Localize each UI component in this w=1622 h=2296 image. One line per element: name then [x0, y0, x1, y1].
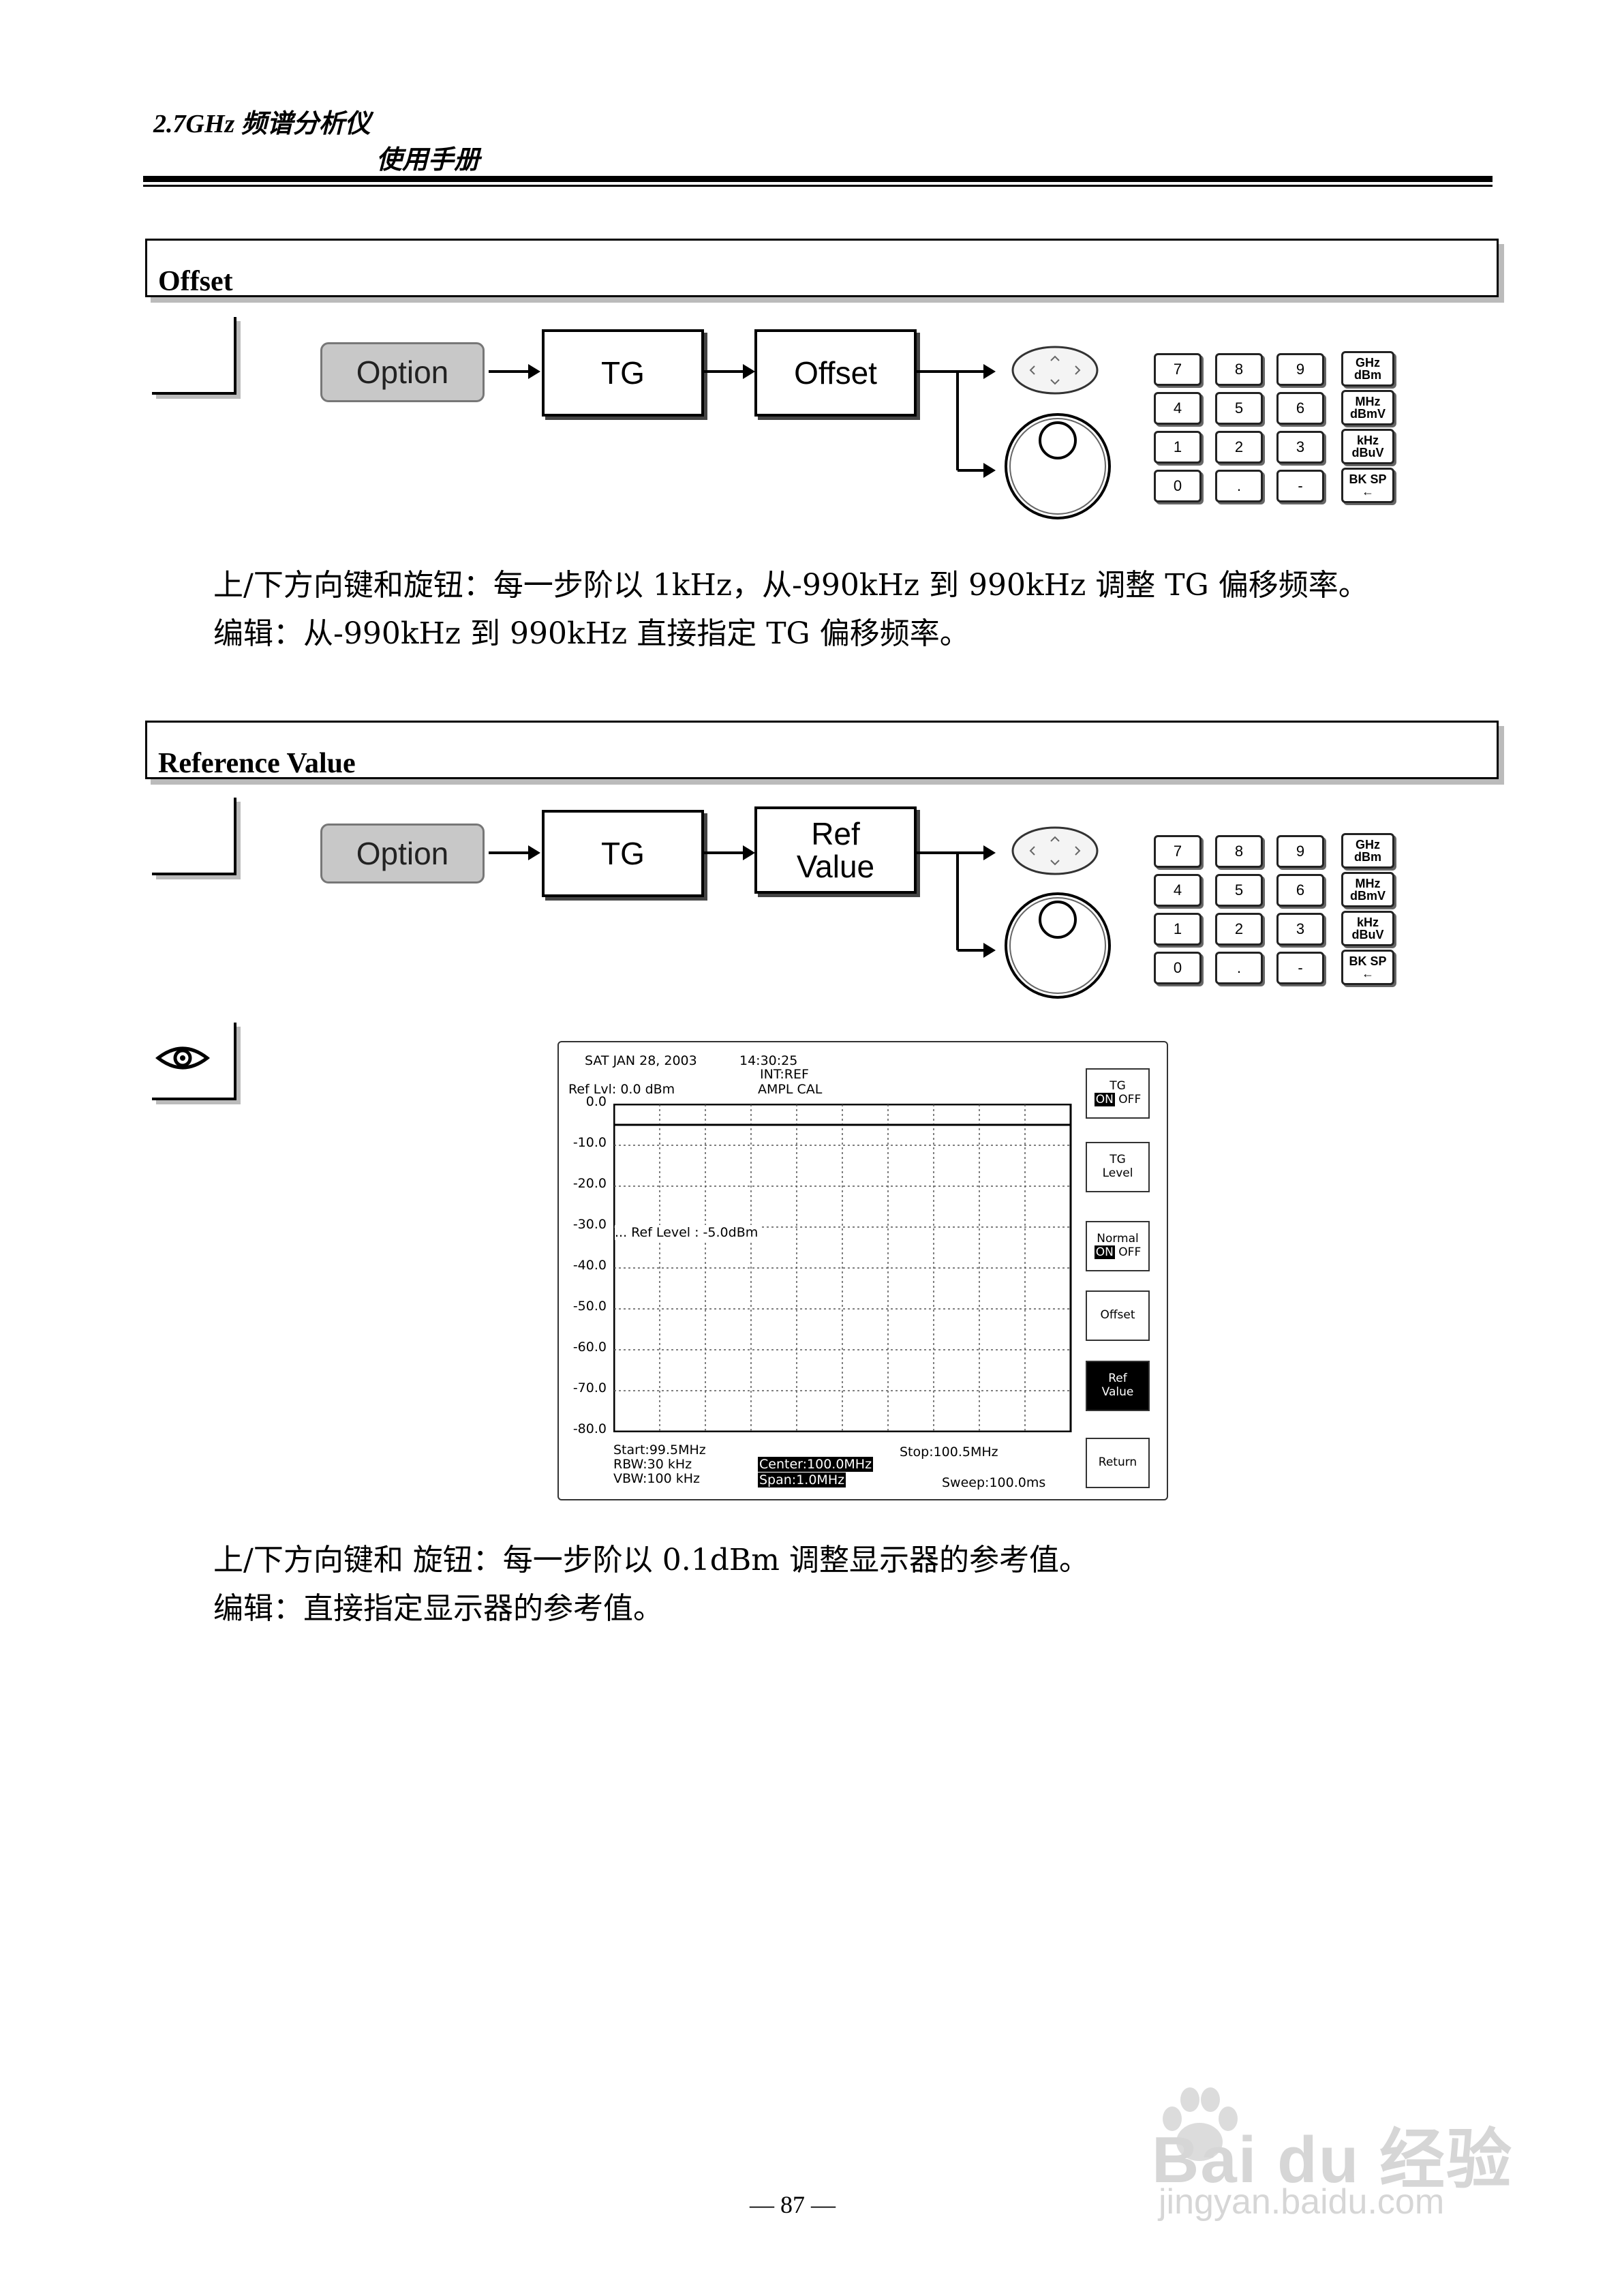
analyzer-screen: SAT JAN 28, 2003 14:30:25 INT:REF Ref Lv…	[557, 1041, 1168, 1500]
eye-icon	[155, 1043, 210, 1073]
key-7[interactable]: 7	[1154, 835, 1202, 868]
key-5[interactable]: 5	[1215, 874, 1263, 907]
screen-ampl-cal: AMPL CAL	[758, 1082, 822, 1097]
page-number: — 87 —	[750, 2190, 836, 2219]
ref-section-header: Reference Value	[145, 721, 1499, 779]
branch-arrows-icon	[917, 836, 998, 972]
y-tick-label: -60.0	[559, 1340, 607, 1355]
step-corner-marker	[152, 317, 236, 395]
screen-softkey-tg[interactable]: TG ON OFF	[1086, 1068, 1150, 1119]
arrow-right-icon	[487, 836, 542, 870]
manual-subtitle: 使用手册	[376, 138, 480, 176]
key-minus[interactable]: -	[1276, 470, 1324, 502]
key-9[interactable]: 9	[1276, 835, 1324, 868]
backspace-arrow-icon: ←	[1362, 485, 1374, 498]
y-tick-label: -30.0	[559, 1217, 607, 1232]
ref-level-marker: ... Ref Level : -5.0dBm	[615, 1225, 761, 1240]
screen-date: SAT JAN 28, 2003	[585, 1053, 697, 1068]
step-corner-marker	[152, 798, 236, 875]
key-1[interactable]: 1	[1154, 431, 1202, 464]
key-9[interactable]: 9	[1276, 353, 1324, 386]
offset-section-header: Offset	[145, 239, 1499, 297]
y-tick-label: -20.0	[559, 1176, 607, 1191]
screen-softkey-offset[interactable]: Offset	[1086, 1290, 1150, 1341]
backspace-arrow-icon: ←	[1362, 967, 1374, 980]
trace-plot	[613, 1104, 1078, 1432]
screen-time: 14:30:25	[739, 1053, 797, 1068]
key-dot[interactable]: .	[1215, 952, 1263, 984]
key-minus[interactable]: -	[1276, 952, 1324, 984]
ref-value-softkey[interactable]: Ref Value	[754, 806, 917, 894]
screen-int-ref: INT:REF	[760, 1067, 809, 1082]
screen-softkey-ref-value[interactable]: Ref Value	[1086, 1361, 1150, 1411]
key-8[interactable]: 8	[1215, 353, 1263, 386]
backspace-key[interactable]: BK SP←	[1341, 950, 1394, 985]
arrow-right-icon	[702, 836, 756, 870]
rotary-knob-icon[interactable]	[1000, 409, 1116, 525]
ref-section-title: Reference Value	[158, 747, 356, 780]
key-8[interactable]: 8	[1215, 835, 1263, 868]
arrow-keys-icon[interactable]	[1009, 825, 1104, 879]
ref-desc-knob: 上/下方向键和 旋钮：每一步阶以 0.1dBm 调整显示器的参考值。	[213, 1535, 1440, 1586]
key-3[interactable]: 3	[1276, 913, 1324, 946]
ref-desc-edit: 编辑：直接指定显示器的参考值。	[213, 1584, 1440, 1634]
offset-desc-knob: 上/下方向键和旋钮：每一步阶以 1kHz，从-990kHz 到 990kHz 调…	[213, 560, 1440, 611]
screen-span: Span:1.0MHz	[758, 1472, 846, 1487]
option-button[interactable]: Option	[320, 342, 485, 402]
tg-softkey[interactable]: TG	[542, 329, 704, 417]
header-rule	[143, 176, 1493, 182]
y-tick-label: 0.0	[559, 1094, 607, 1109]
arrow-right-icon	[487, 354, 542, 389]
key-3[interactable]: 3	[1276, 431, 1324, 464]
screen-softkey-normal[interactable]: Normal ON OFF	[1086, 1221, 1150, 1271]
key-0[interactable]: 0	[1154, 470, 1202, 502]
key-6[interactable]: 6	[1276, 874, 1324, 907]
header-rule-thin	[143, 185, 1493, 187]
key-4[interactable]: 4	[1154, 874, 1202, 907]
screen-vbw: VBW:100 kHz	[613, 1471, 700, 1486]
key-7[interactable]: 7	[1154, 353, 1202, 386]
screen-softkey-tg-level[interactable]: TG Level	[1086, 1142, 1150, 1192]
option-button[interactable]: Option	[320, 824, 485, 883]
key-1[interactable]: 1	[1154, 913, 1202, 946]
manual-title: 2.7GHz 频谱分析仪	[153, 102, 371, 140]
backspace-key[interactable]: BK SP←	[1341, 468, 1394, 503]
key-6[interactable]: 6	[1276, 392, 1324, 425]
offset-section-title: Offset	[158, 265, 233, 298]
y-tick-label: -10.0	[559, 1135, 607, 1150]
screen-softkey-return[interactable]: Return	[1086, 1438, 1150, 1488]
key-dot[interactable]: .	[1215, 470, 1263, 502]
screen-stop: Stop:100.5MHz	[900, 1445, 998, 1460]
watermark: Bai du 经验 jingyan.baidu.com	[1152, 2079, 1547, 2222]
arrow-keys-icon[interactable]	[1009, 344, 1104, 399]
watermark-url: jingyan.baidu.com	[1159, 2181, 1444, 2222]
key-0[interactable]: 0	[1154, 952, 1202, 984]
y-tick-label: -50.0	[559, 1299, 607, 1314]
arrow-right-icon	[702, 354, 756, 389]
offset-desc-edit: 编辑：从-990kHz 到 990kHz 直接指定 TG 偏移频率。	[213, 609, 1440, 659]
branch-arrows-icon	[917, 354, 998, 491]
rotary-knob-icon[interactable]	[1000, 888, 1116, 1004]
offset-softkey[interactable]: Offset	[754, 329, 917, 417]
screen-sweep: Sweep:100.0ms	[942, 1475, 1045, 1490]
key-2[interactable]: 2	[1215, 431, 1263, 464]
tg-softkey[interactable]: TG	[542, 810, 704, 897]
screen-center: Center:100.0MHz	[758, 1457, 873, 1472]
key-5[interactable]: 5	[1215, 392, 1263, 425]
screen-start: Start:99.5MHz	[613, 1442, 706, 1457]
key-4[interactable]: 4	[1154, 392, 1202, 425]
screen-rbw: RBW:30 kHz	[613, 1457, 692, 1472]
y-tick-label: -80.0	[559, 1421, 607, 1436]
y-tick-label: -70.0	[559, 1380, 607, 1395]
key-2[interactable]: 2	[1215, 913, 1263, 946]
y-tick-label: -40.0	[559, 1258, 607, 1273]
